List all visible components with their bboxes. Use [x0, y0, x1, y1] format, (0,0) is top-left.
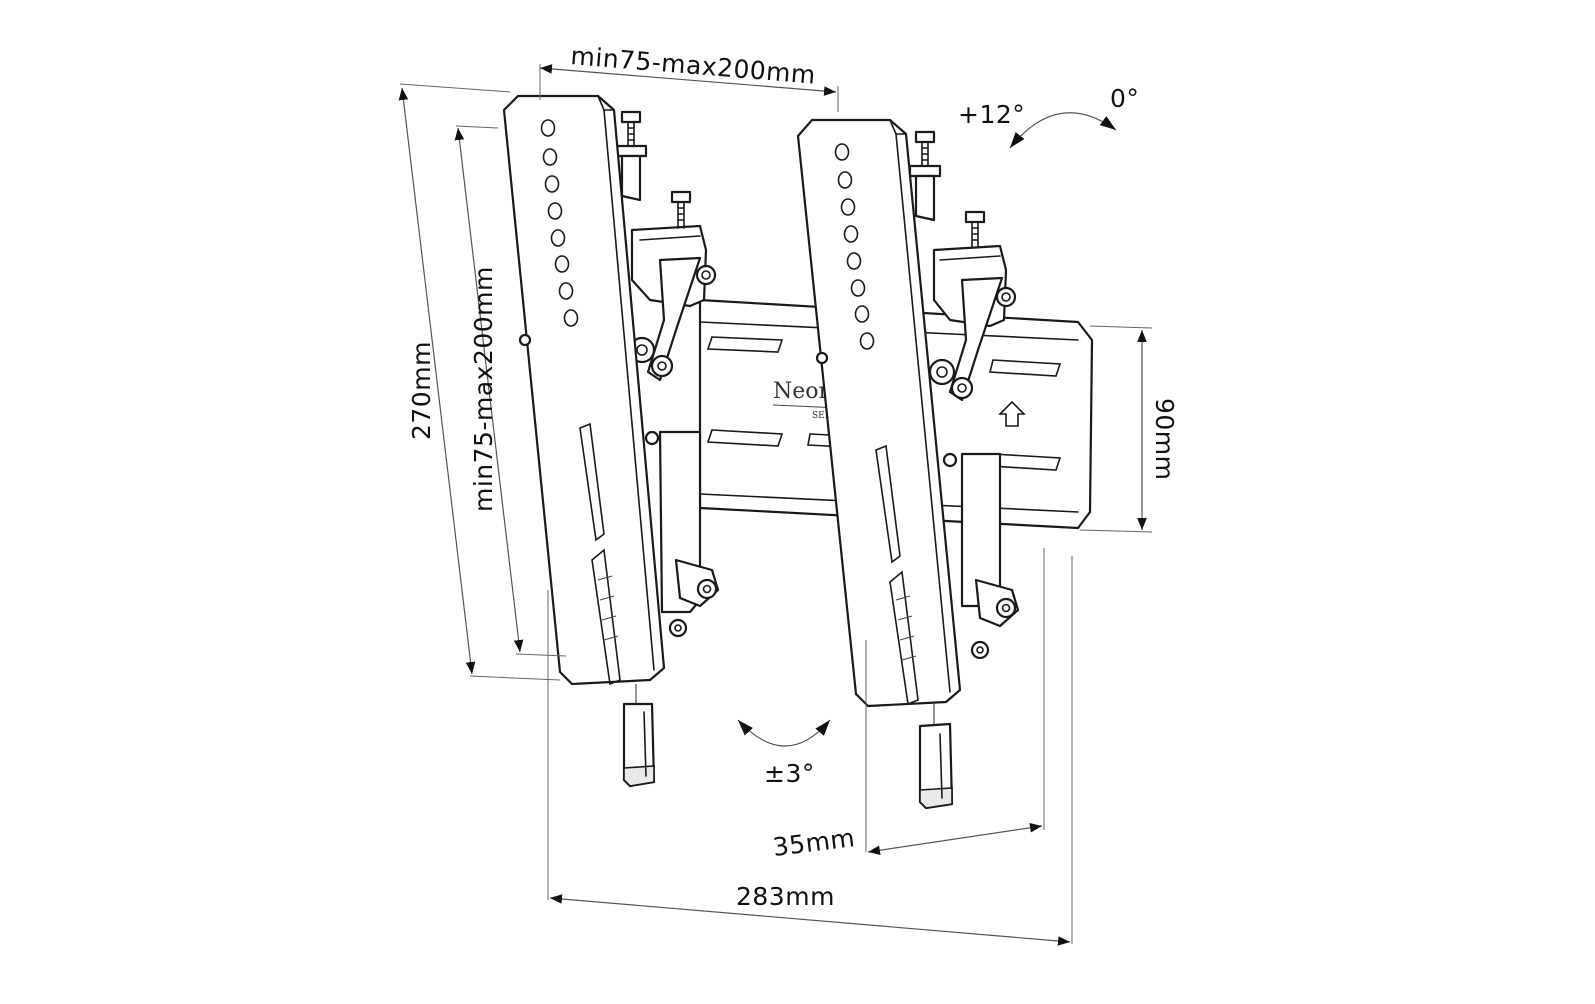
brand-logo-sub: SELE — [812, 411, 837, 421]
right-bracket — [796, 118, 1020, 810]
wallplate-height-label: 90mm — [1150, 398, 1179, 481]
dimension-lines — [398, 64, 1153, 946]
height-total-label: 270mm — [407, 341, 436, 440]
left-bracket — [502, 94, 720, 788]
vesa-horizontal-label: min75-max200mm — [570, 41, 817, 90]
wall-distance-label: 35mm — [771, 823, 856, 862]
tilt-level-label: ±3° — [764, 759, 815, 788]
tilt-up-label: +12° — [958, 100, 1025, 129]
tilt-zero-label: 0° — [1110, 84, 1139, 113]
width-total-label: 283mm — [736, 882, 835, 911]
vesa-vertical-label: min75-max200mm — [469, 266, 498, 512]
tilt-arrows — [737, 112, 1117, 747]
